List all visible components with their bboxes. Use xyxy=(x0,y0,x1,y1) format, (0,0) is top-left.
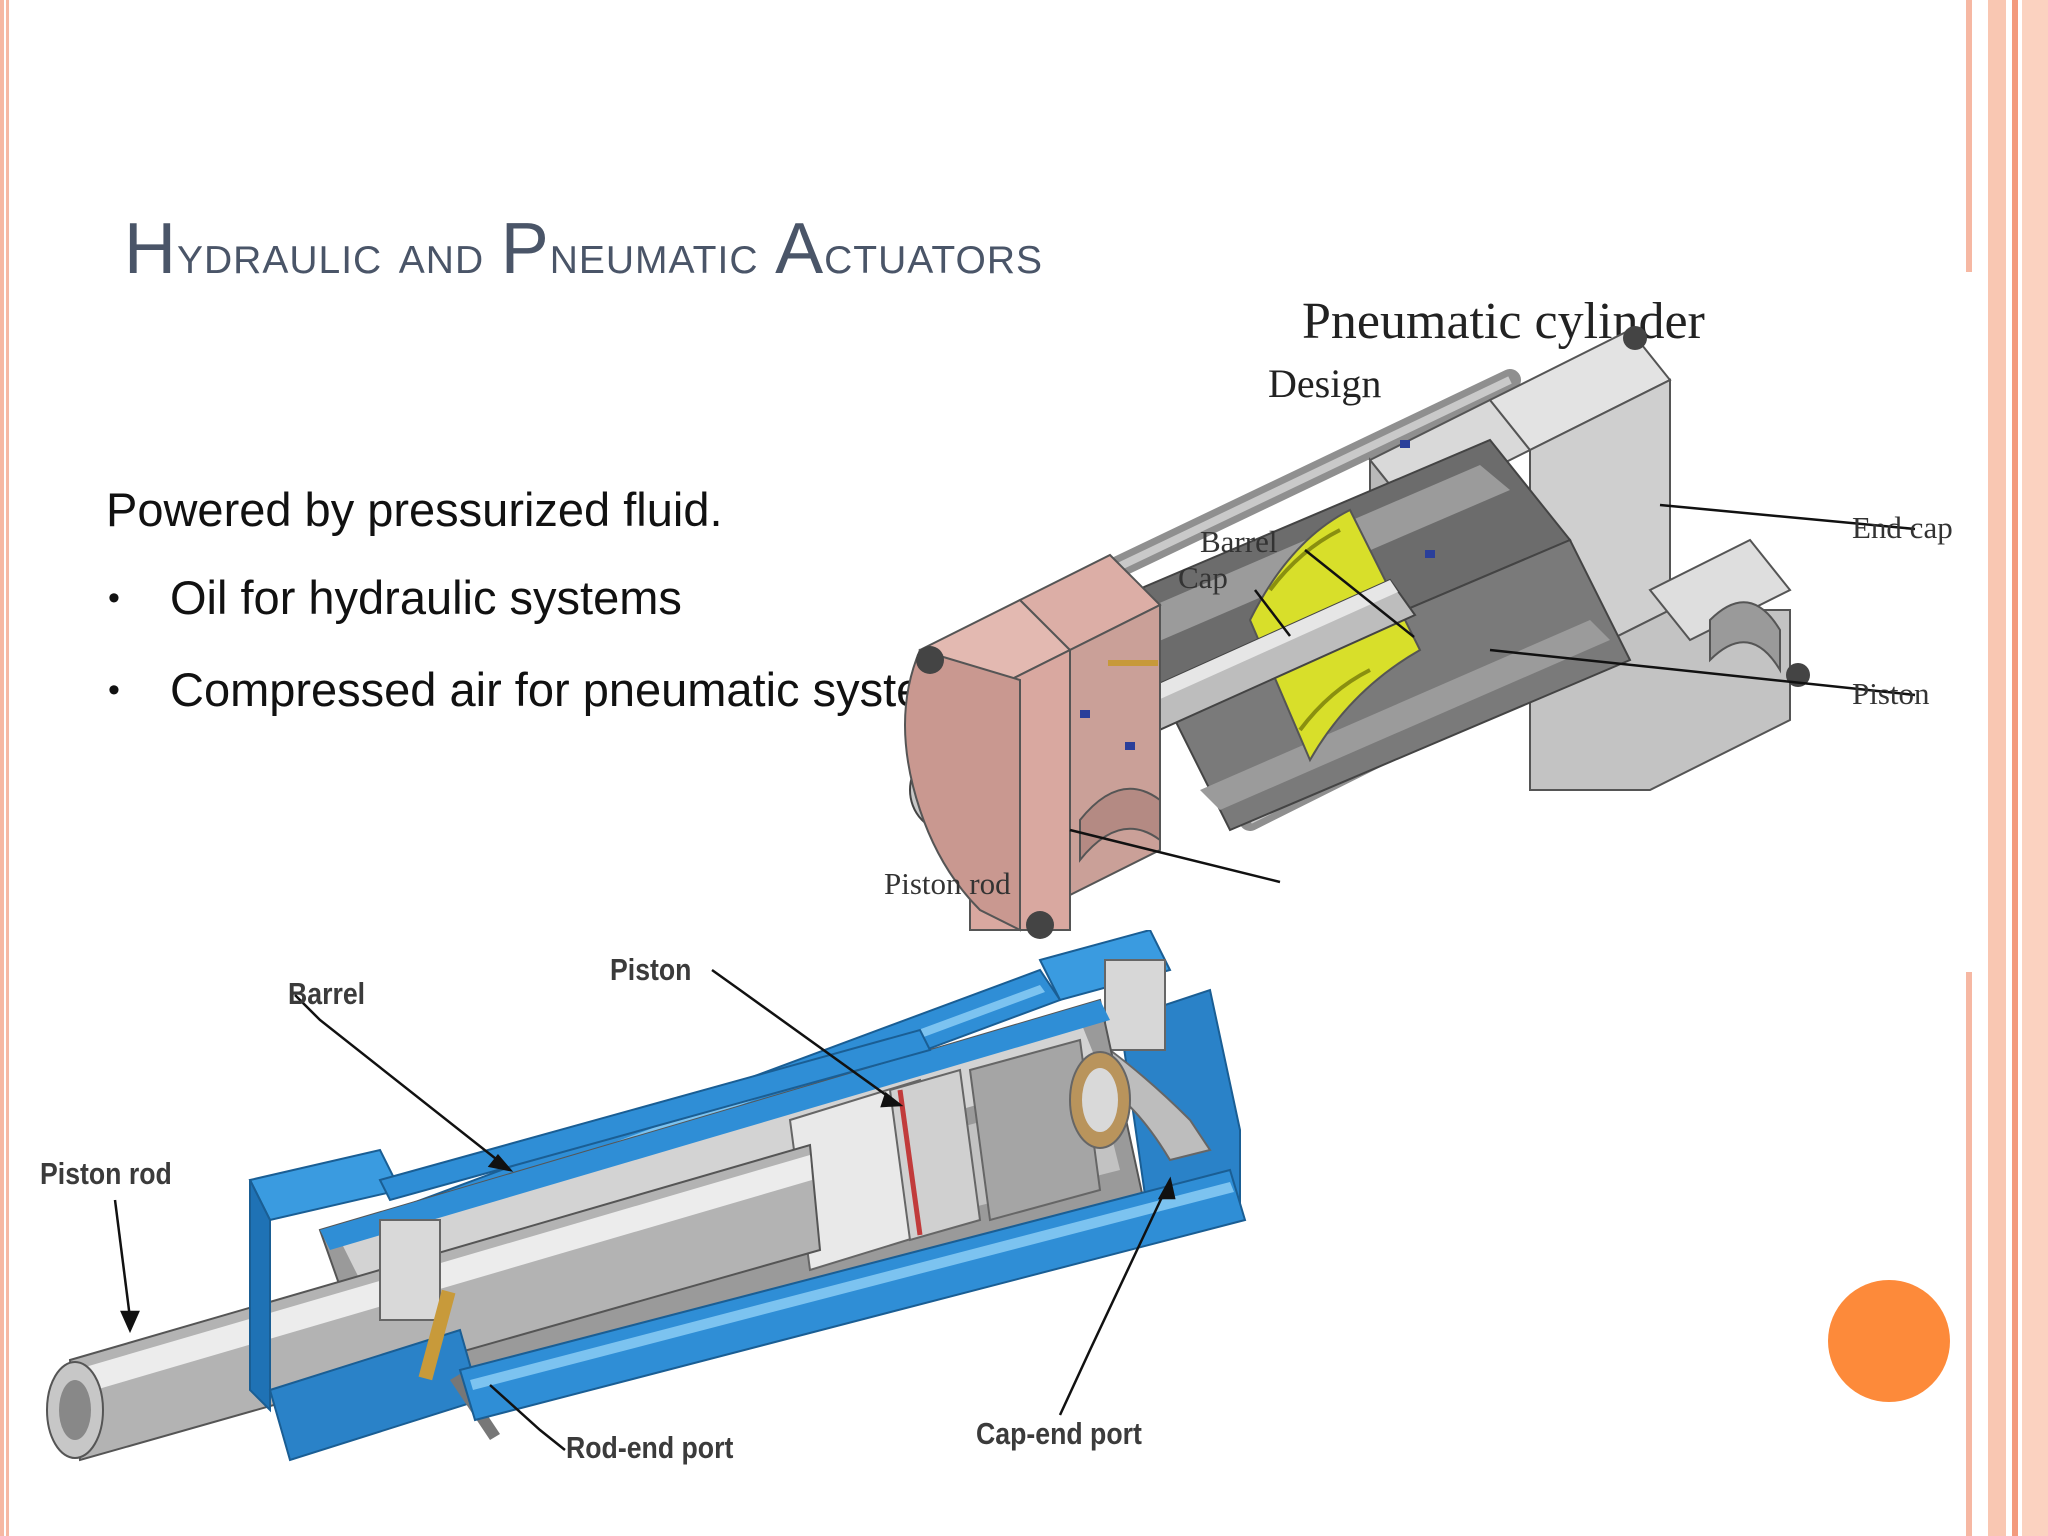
hydraulic-piston xyxy=(788,1038,1131,1272)
seals xyxy=(1080,440,1435,750)
bullet-item-air: • Compressed air for pneumatic systems xyxy=(106,662,985,754)
hydraulic-cylinder-illustration xyxy=(46,930,1247,1462)
bullet-dot: • xyxy=(108,671,120,709)
bullet-dot: • xyxy=(108,579,120,617)
bullet-list: • Oil for hydraulic systems • Compressed a… xyxy=(106,570,985,754)
pneumatic-label-barrel: Barrel xyxy=(1200,524,1278,559)
left-frame-border xyxy=(0,0,10,1536)
pneumatic-label-piston-rod: Piston rod xyxy=(884,866,1011,901)
title-word-4: Actuators xyxy=(775,209,1043,289)
bullet-item-oil: • Oil for hydraulic systems xyxy=(106,570,985,662)
pneumatic-leader-lines xyxy=(1069,503,1916,884)
right-frame-strip-2 xyxy=(1966,972,1972,1536)
left-frame-line-outer xyxy=(0,0,4,1536)
bullet-text: Oil for hydraulic systems xyxy=(170,571,682,624)
lead-text: Powered by pressurized fluid. xyxy=(106,483,723,536)
hydraulic-tie-rod-front xyxy=(378,1028,1247,1422)
title-word-3: Pneumatic xyxy=(500,209,776,289)
pneumatic-label-end-cap: End cap xyxy=(1852,510,1953,545)
title-word-1: Hydraulic xyxy=(124,209,399,289)
front-cap-block xyxy=(904,553,1162,939)
hydraulic-label-cap-end-port: Cap-end port xyxy=(976,1416,1142,1451)
slide-title: Hydraulic and Pneumatic Actuators xyxy=(124,208,1043,290)
hydraulic-label-piston: Piston xyxy=(610,952,692,987)
hydraulic-label-barrel: Barrel xyxy=(288,976,366,1011)
right-frame-strip-1 xyxy=(1966,0,1972,272)
hydraulic-label-piston-rod: Piston rod xyxy=(40,1156,172,1191)
right-frame-strip-5 xyxy=(2022,0,2048,1536)
pneumatic-cylinder-illustration xyxy=(904,326,1916,939)
right-frame-strip-3 xyxy=(1988,0,2006,1536)
right-frame-strip-4 xyxy=(2012,0,2018,1536)
pneumatic-label-cap: Cap xyxy=(1178,560,1228,595)
right-frame-border xyxy=(1964,0,2048,1536)
left-frame-line-inner xyxy=(6,0,9,1536)
hydraulic-front-cap xyxy=(248,1148,500,1462)
hydraulic-leader-lines xyxy=(113,968,1176,1451)
hydraulic-label-rod-end-port: Rod-end port xyxy=(566,1430,734,1465)
title-word-2: and xyxy=(398,222,501,285)
accent-circle xyxy=(1828,1280,1950,1402)
hydraulic-rear-cap xyxy=(1038,930,1241,1232)
bullet-text: Compressed air for pneumatic systems xyxy=(170,663,985,716)
pneumatic-label-piston: Piston xyxy=(1852,676,1930,711)
pneumatic-diagram-subtitle: Design xyxy=(1268,361,1382,406)
